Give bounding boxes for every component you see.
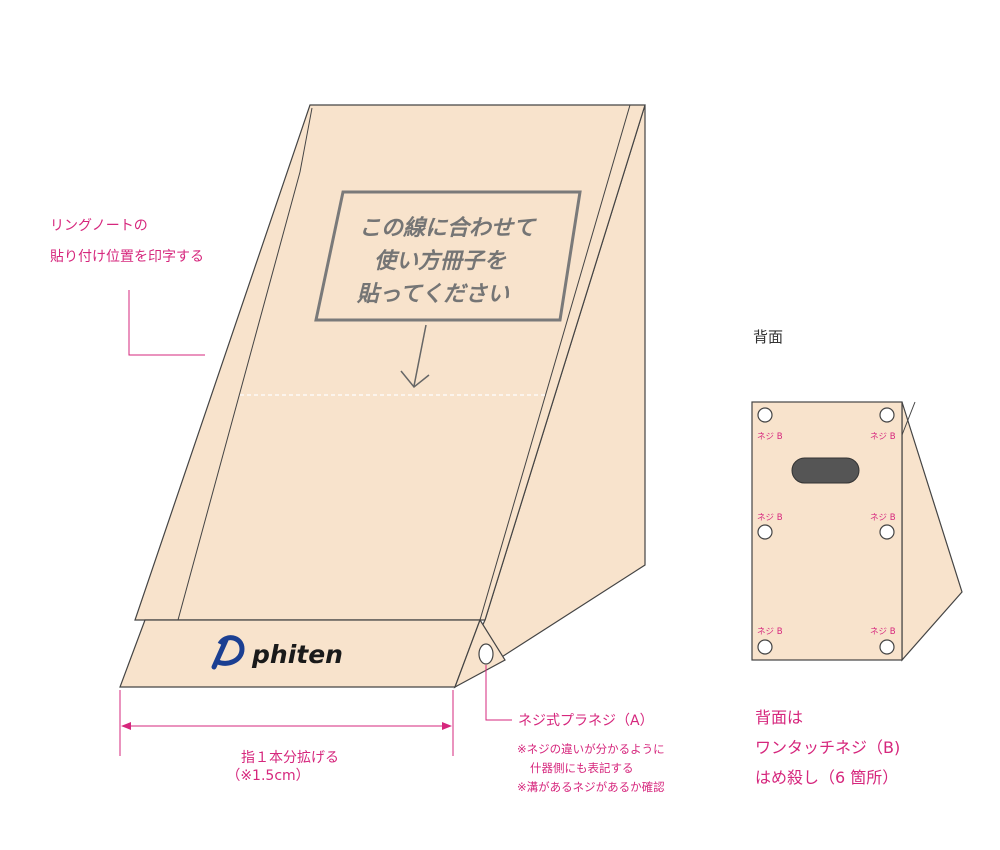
- front-fold-line-left: [177, 171, 301, 621]
- front-fold-line-right: [479, 104, 631, 621]
- back-note-line-3: はめ殺し（6 箇所）: [755, 768, 898, 787]
- back-note-line-1: 背面は: [755, 708, 803, 727]
- booklet-callout: この線に合わせて 使い方冊子を 貼ってください: [314, 190, 582, 389]
- callout-line-3: 貼ってください: [356, 282, 510, 307]
- screw-b-tag: ネジ B: [757, 627, 783, 637]
- screw-a-label: ネジ式プラネジ（A）: [518, 713, 654, 729]
- back-note-line-2: ワンタッチネジ（B): [755, 738, 900, 757]
- front-fold-line-top: [299, 107, 313, 173]
- back-screw-hole: [757, 524, 773, 540]
- back-note: 背面は ワンタッチネジ（B) はめ殺し（6 箇所）: [755, 708, 900, 787]
- print-note: リングノートの 貼り付け位置を印字する: [50, 218, 205, 356]
- screw-a-note: ネジ式プラネジ（A） ※ネジの違いが分かるように 什器側にも表記する ※溝がある…: [485, 665, 665, 794]
- back-view-title: 背面: [753, 328, 783, 346]
- back-screw-hole: [879, 639, 895, 655]
- callout-line-1: この線に合わせて: [359, 215, 537, 241]
- width-dimension: 指１本分拡げる （※1.5cm）: [119, 690, 454, 784]
- callout-line-2: 使い方冊子を: [374, 248, 507, 274]
- back-stand: ネジ B ネジ B ネジ B ネジ B ネジ B ネジ B: [751, 401, 963, 662]
- back-screw-hole: [879, 524, 895, 540]
- screw-hole-icon: [478, 643, 494, 665]
- screw-a-note-2: 什器側にも表記する: [530, 761, 634, 775]
- screw-b-tag: ネジ B: [757, 432, 783, 442]
- back-screw-hole: [757, 639, 773, 655]
- screw-b-tag: ネジ B: [870, 513, 896, 523]
- phiten-logo: phiten: [211, 635, 343, 670]
- print-note-line-1: リングノートの: [50, 218, 148, 234]
- width-label-line-2: （※1.5cm）: [226, 768, 309, 784]
- back-screw-hole: [757, 407, 773, 423]
- screw-a-note-3: ※溝があるネジがあるか確認: [517, 780, 665, 794]
- screw-a-note-1: ※ネジの違いが分かるように: [517, 742, 665, 756]
- callout-box: [314, 190, 582, 322]
- arrow-down-icon: [400, 324, 430, 389]
- back-panel: [751, 401, 903, 661]
- print-note-leader: [128, 290, 205, 356]
- screw-a-leader: [485, 665, 512, 721]
- width-label-line-1: 指１本分拡げる: [241, 750, 339, 766]
- screw-b-tag: ネジ B: [870, 627, 896, 637]
- print-note-line-2: 貼り付け位置を印字する: [50, 249, 204, 265]
- back-screw-hole: [879, 407, 895, 423]
- screw-b-tag: ネジ B: [757, 513, 783, 523]
- phiten-logo-icon: [211, 635, 245, 670]
- handle-slot-icon: [791, 457, 860, 484]
- screw-b-tag: ネジ B: [870, 432, 896, 442]
- logo-text: phiten: [251, 640, 343, 669]
- back-side-panel: [901, 401, 963, 662]
